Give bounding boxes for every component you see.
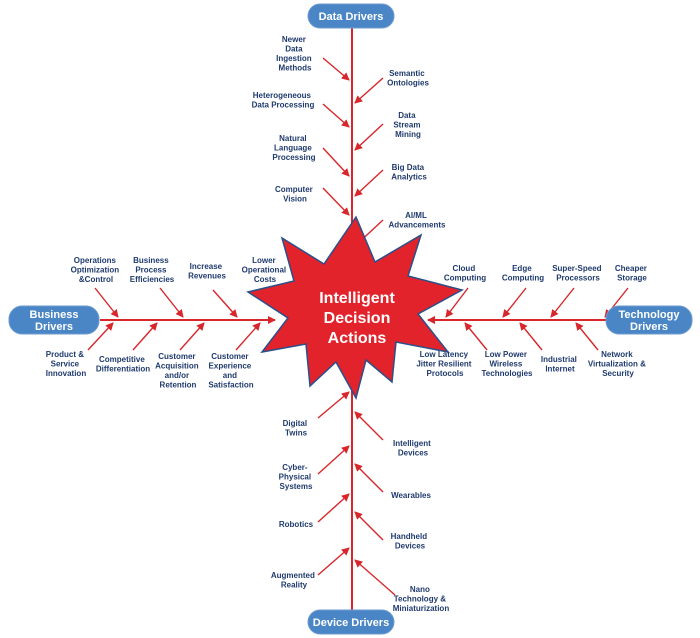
branch-arrow	[212, 289, 238, 318]
branch-arrow	[575, 322, 599, 351]
branch-arrow	[87, 322, 114, 351]
driver-label: Lower Operational Costs	[242, 256, 289, 284]
data-drivers-pill-label: Data Drivers	[319, 11, 384, 23]
starburst-shape	[246, 215, 465, 400]
branch-arrow	[502, 287, 527, 318]
driver-label: Cyber- Physical Systems	[279, 463, 314, 491]
branch-arrow	[322, 57, 350, 81]
technology-drivers-labels: Cloud Computing Edge Computing Super-Spe…	[416, 264, 649, 378]
driver-label: Product & Service Innovation	[46, 350, 87, 378]
branch-arrow	[179, 322, 205, 351]
driver-label: Operations Optimization &Control	[71, 256, 122, 284]
business-drivers-pill-label: Business	[30, 309, 79, 321]
branch-arrow	[235, 322, 261, 351]
branch-arrow	[354, 559, 396, 596]
branch-arrow	[94, 287, 119, 318]
driver-label: Digital Twins	[283, 419, 310, 438]
business-drivers-labels: Operations Optimization &Control Busines…	[46, 256, 289, 390]
center-starburst: Intelligent Decision Actions	[246, 215, 465, 400]
center-title-line: Intelligent	[319, 290, 395, 307]
branch-arrow	[354, 511, 384, 541]
technology-drivers-pill-label: Drivers	[630, 321, 668, 333]
driver-label: Wearables	[391, 491, 431, 500]
data-drivers-pill: Data Drivers	[307, 3, 395, 29]
branch-arrow	[322, 147, 350, 177]
driver-label: Industrial Internet	[541, 355, 579, 374]
business-drivers-pill: Business Drivers	[8, 305, 100, 335]
driver-label: Data Stream Mining	[393, 111, 422, 139]
driver-label: Robotics	[279, 520, 314, 529]
driver-label: Heterogeneous Data Processing	[252, 91, 315, 110]
data-drivers-labels: Newer Data Ingestion Methods Heterogeneo…	[252, 35, 446, 230]
branch-arrow	[519, 322, 543, 351]
branch-arrow	[464, 322, 488, 351]
driver-label: Super-Speed Processors	[552, 264, 604, 283]
driver-label: Nano Technology & Miniaturization	[393, 585, 450, 613]
driver-label: Semantic Ontologies	[387, 69, 429, 88]
branch-arrow	[159, 287, 184, 318]
device-drivers-labels: Digital Twins Cyber- Physical Systems Ro…	[271, 419, 449, 613]
driver-label: Network Virtualization & Security	[588, 350, 648, 378]
branch-arrow	[317, 445, 350, 475]
driver-label: Customer Experience and Satisfaction	[208, 352, 253, 390]
driver-label: AI/ML Advancements	[389, 211, 446, 230]
driver-label: Newer Data Ingestion Methods	[276, 35, 314, 73]
driver-label: Edge Computing	[502, 264, 544, 283]
driver-label: Cheaper Storage	[615, 264, 649, 283]
technology-drivers-pill-label: Technology	[619, 309, 681, 321]
branch-arrow	[132, 322, 158, 351]
branch-arrow	[445, 287, 469, 318]
branch-arrow	[322, 187, 350, 216]
branch-arrow	[317, 493, 350, 523]
driver-label: Natural Language Processing	[272, 134, 315, 162]
driver-label: Big Data Analytics	[391, 163, 427, 182]
device-drivers-pill: Device Drivers	[307, 609, 395, 635]
driver-label: Competitive Differentiation	[96, 355, 150, 374]
branch-arrow	[354, 123, 384, 151]
driver-label: Increase Revenues	[188, 262, 226, 281]
branch-arrow	[354, 411, 384, 441]
branch-arrow	[354, 169, 384, 197]
branch-arrow	[317, 547, 350, 576]
center-title-line: Decision	[324, 310, 391, 327]
business-drivers-pill-label: Drivers	[35, 321, 73, 333]
branch-arrow	[354, 463, 384, 493]
driver-label: Cloud Computing	[444, 264, 486, 283]
branch-arrow	[317, 391, 350, 419]
branch-arrow	[322, 103, 350, 128]
driver-label: Computer Vision	[275, 185, 315, 204]
driver-label: Business Process Efficiencies	[130, 256, 175, 284]
driver-label: Handheld Devices	[391, 532, 430, 551]
device-drivers-pill-label: Device Drivers	[313, 617, 389, 629]
branch-arrow	[550, 287, 575, 318]
driver-label: Augmented Reality	[271, 571, 317, 590]
driver-label: Low Latency Jitter Resilient Protocols	[416, 350, 473, 378]
technology-drivers-pill: Technology Drivers	[605, 305, 693, 335]
driver-label: Customer Acquisition and/or Retention	[155, 352, 201, 390]
driver-label: Low Power Wireless Technologies	[482, 350, 534, 378]
center-title-line: Actions	[328, 330, 387, 347]
branch-arrow	[354, 77, 384, 104]
driver-label: Intelligent Devices	[393, 439, 433, 458]
